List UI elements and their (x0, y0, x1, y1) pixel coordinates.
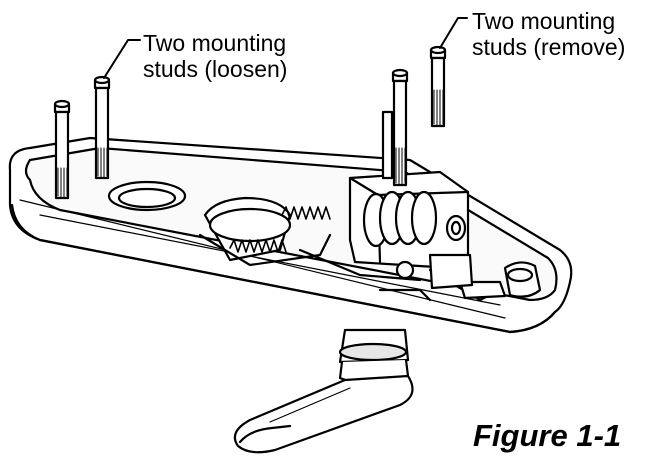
mounting-stud-right-2 (429, 45, 447, 128)
lock-chassis (8, 136, 573, 334)
mounting-stud-right-1 (381, 68, 409, 187)
leader-line-loosen (103, 39, 141, 79)
clutch-assembly (348, 170, 474, 290)
mounting-stud-left-1 (53, 99, 71, 200)
callout-remove-line1: Two mounting (472, 8, 616, 34)
callout-loosen-line1: Two mounting (143, 30, 287, 56)
figure-caption: Figure 1-1 (473, 418, 622, 453)
callout-loosen-line2: studs (loosen) (143, 56, 288, 82)
lever-handle (233, 328, 414, 454)
callout-studs-remove: Two mounting studs (remove) (472, 8, 625, 60)
spring (229, 206, 331, 253)
leader-line-remove (439, 17, 468, 49)
mounting-stud-left-2 (93, 75, 111, 180)
callout-remove-line2: studs (remove) (472, 34, 626, 60)
callout-studs-loosen: Two mounting studs (loosen) (143, 30, 287, 82)
